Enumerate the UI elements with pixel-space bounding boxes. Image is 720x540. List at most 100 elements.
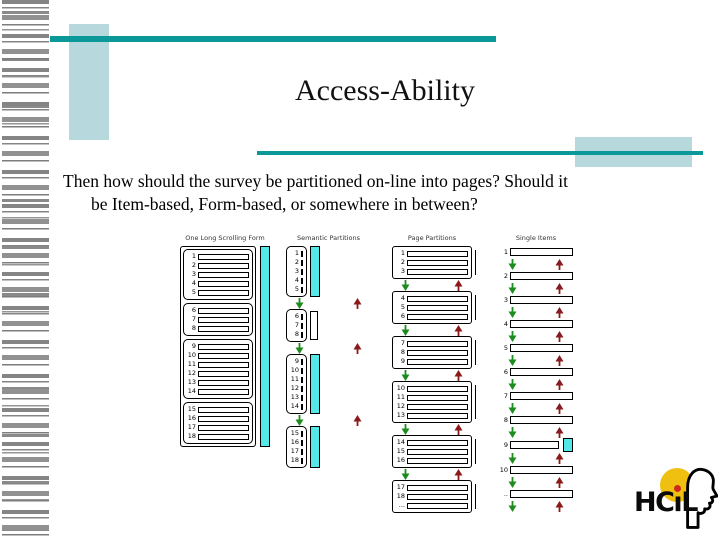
- item-number: 8: [294, 330, 299, 339]
- survey-item-row: 9: [187, 342, 249, 351]
- up-arrow-icon: [454, 279, 463, 291]
- item-number: 15: [290, 429, 299, 438]
- item-number: 4: [191, 279, 196, 288]
- survey-item-row: 10: [187, 351, 249, 360]
- survey-item-row: 11: [290, 375, 303, 384]
- item-field: [198, 253, 249, 260]
- up-arrow-icon: [555, 452, 564, 464]
- column-label: Page Partitions: [407, 234, 457, 242]
- item-field: [198, 370, 249, 377]
- survey-item-row: ..: [499, 488, 573, 500]
- item-number: 13: [396, 411, 405, 420]
- item-field: [407, 304, 468, 311]
- survey-item-row: 13: [396, 411, 468, 420]
- item-number: 12: [396, 402, 405, 411]
- down-arrow-icon: [401, 369, 410, 381]
- item-number: 1: [191, 252, 196, 261]
- survey-item-row: 2: [396, 258, 468, 267]
- item-field: [198, 289, 249, 296]
- down-arrow-icon: [295, 414, 304, 426]
- survey-item-row: 5: [396, 303, 468, 312]
- item-number: 13: [290, 393, 299, 402]
- item-number: 1: [400, 249, 405, 258]
- survey-item-row: 17: [290, 447, 303, 456]
- item-field: [510, 416, 573, 424]
- item-field: [407, 448, 468, 455]
- item-field: [301, 457, 303, 464]
- down-arrow-icon: [508, 402, 517, 414]
- item-field: [301, 322, 303, 329]
- item-number: 9: [503, 440, 508, 449]
- survey-item-row: 6: [290, 312, 303, 321]
- logo-text: HCıL: [634, 487, 698, 518]
- down-arrow-icon: [508, 452, 517, 464]
- item-field: [198, 424, 249, 431]
- item-number: 1: [503, 247, 508, 256]
- item-number: 6: [503, 367, 508, 376]
- page-nav-arrows: [286, 342, 371, 354]
- item-field: [407, 349, 468, 356]
- item-field: [407, 268, 468, 275]
- up-arrow-icon: [555, 402, 564, 414]
- item-field: [301, 313, 303, 320]
- item-field: [407, 295, 468, 302]
- item-field: [198, 271, 249, 278]
- item-number: 5: [294, 285, 299, 294]
- item-number: 7: [400, 339, 405, 348]
- item-field: [301, 268, 303, 275]
- item-number: 9: [191, 342, 196, 351]
- survey-item-row: 14: [187, 387, 249, 396]
- item-field: [198, 280, 249, 287]
- survey-item-row: 14: [396, 438, 468, 447]
- item-field: [198, 316, 249, 323]
- down-arrow-icon: [508, 330, 517, 342]
- page-nav-arrows: [499, 354, 573, 366]
- survey-item-row: 5: [187, 288, 249, 297]
- item-field: [301, 250, 303, 257]
- down-arrow-icon: [401, 324, 410, 336]
- up-arrow-icon: [555, 330, 564, 342]
- item-field: [407, 493, 468, 500]
- survey-item-row: 6: [499, 366, 573, 378]
- down-arrow-icon: [508, 476, 517, 488]
- survey-item-row: 6: [396, 312, 468, 321]
- item-number: 2: [503, 271, 508, 280]
- survey-item-row: 18: [290, 456, 303, 465]
- up-arrow-icon: [454, 468, 463, 480]
- survey-item-row: 3: [187, 270, 249, 279]
- survey-item-row: 4: [499, 318, 573, 330]
- survey-item-row: 18: [396, 492, 468, 501]
- item-number: 5: [191, 288, 196, 297]
- logo-letter-i: ı: [673, 487, 682, 518]
- item-field: [407, 412, 468, 419]
- item-number: 17: [187, 423, 196, 432]
- item-number: 6: [294, 312, 299, 321]
- page-nav-arrows: [392, 423, 472, 435]
- item-number: 14: [290, 402, 299, 411]
- survey-item-row: 15: [396, 447, 468, 456]
- survey-item-row: 8: [499, 414, 573, 426]
- scrollbar: [310, 354, 320, 414]
- page-nav-arrows: [499, 330, 573, 342]
- survey-item-row: 8: [187, 324, 249, 333]
- item-number: 1: [294, 249, 299, 258]
- item-field: [301, 439, 303, 446]
- survey-item-row: 2: [187, 261, 249, 270]
- up-arrow-icon: [555, 476, 564, 488]
- item-number: 6: [400, 312, 405, 321]
- item-field: [198, 325, 249, 332]
- item-field: [301, 403, 303, 410]
- item-number: 12: [290, 384, 299, 393]
- light-teal-rectangle-top: [69, 24, 109, 140]
